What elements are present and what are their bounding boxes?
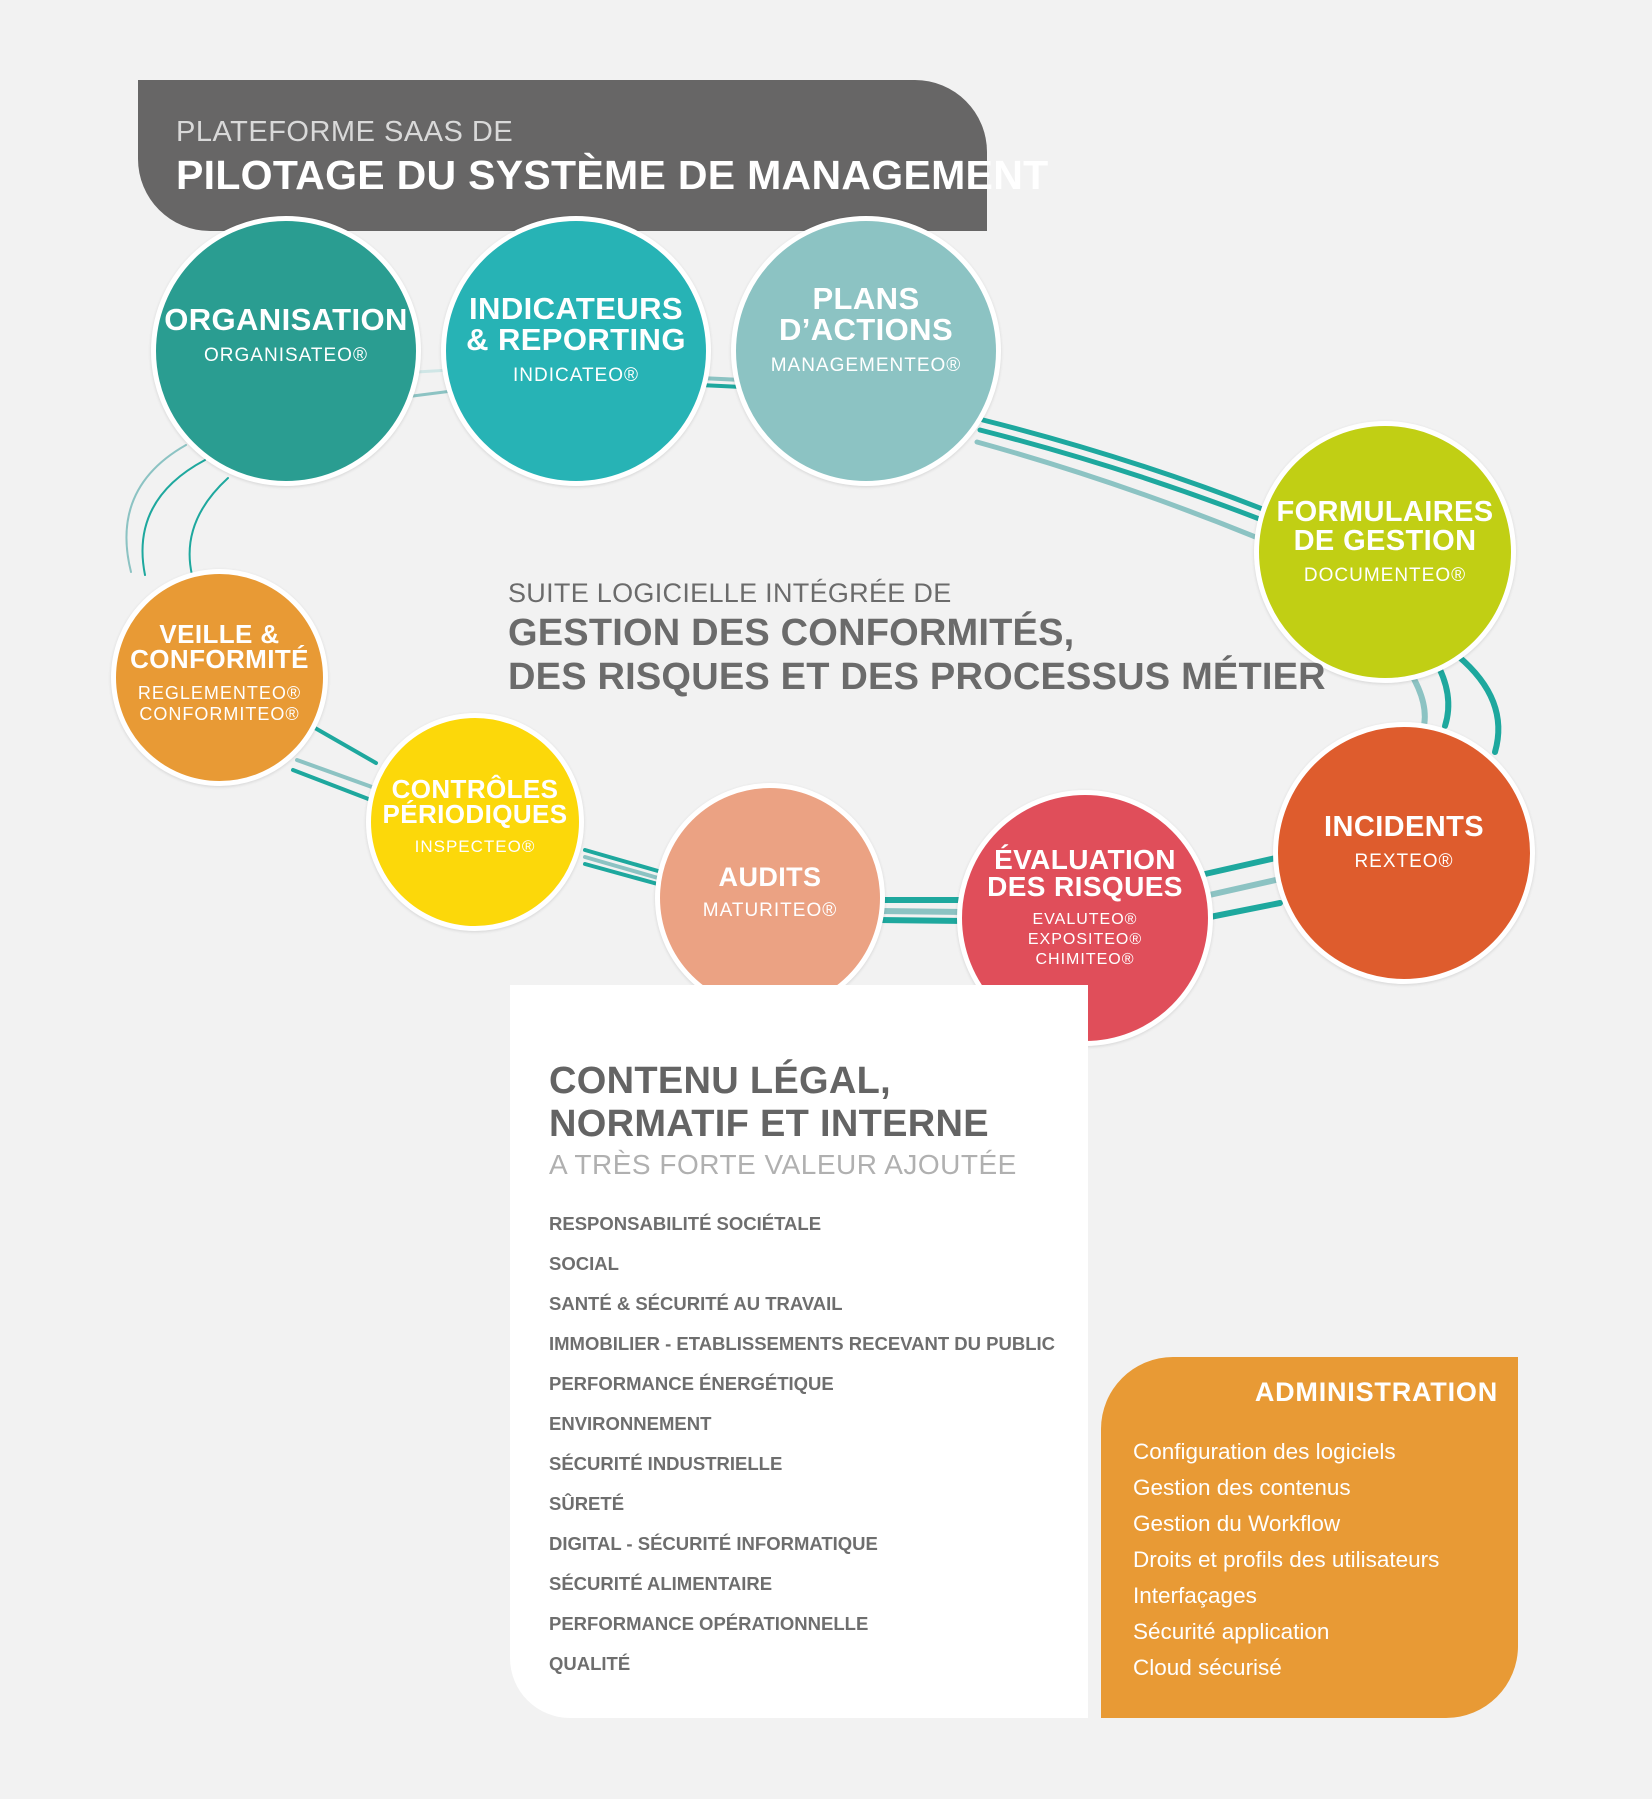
content-title: CONTENU LÉGAL, NORMATIF ET INTERNE: [549, 1060, 989, 1145]
node-audits-products: MATURITEO®: [702, 900, 838, 922]
content-list-item: SÉCURITÉ INDUSTRIELLE: [549, 1453, 783, 1474]
node-evaluation-title: ÉVALUATION DES RISQUES: [987, 843, 1183, 902]
node-veille-products: REGLEMENTEO® CONFORMITEO®: [137, 682, 302, 724]
connector-plans-formulaires: [980, 417, 1268, 513]
content-list-item: IMMOBILIER - ETABLISSEMENTS RECEVANT DU …: [549, 1333, 1056, 1354]
connector-formulaires-incidents-3: [1455, 653, 1502, 755]
admin-panel: [1101, 1357, 1518, 1718]
node-organisation[interactable]: ORGANISATION ORGANISATEO®: [151, 216, 421, 486]
connector-plans-formulaires-3: [974, 439, 1261, 541]
connector-incidents-evaluation-3: [1202, 900, 1283, 921]
node-plans-title: PLANS D’ACTIONS: [778, 281, 954, 347]
node-organisation-title: ORGANISATION: [164, 301, 408, 337]
content-list-item: PERFORMANCE OPÉRATIONNELLE: [549, 1613, 869, 1634]
content-list-item: PERFORMANCE ÉNERGÉTIQUE: [549, 1373, 834, 1394]
connector-controles-veille-3: [291, 768, 373, 802]
connector-evaluation-audits-3: [875, 917, 968, 924]
connector-veille-organisation-2: [141, 459, 206, 576]
connector-audits-controles-2: [583, 855, 667, 882]
admin-list: Configuration des logiciels Gestion des …: [1133, 1438, 1439, 1690]
connector-veille-organisation-3: [188, 477, 229, 576]
node-indicateurs[interactable]: INDICATEURS & REPORTING INDICATEO®: [441, 216, 711, 486]
node-incidents[interactable]: INCIDENTS REXTEO®: [1273, 722, 1535, 984]
admin-list-item: Cloud sécurisé: [1133, 1655, 1282, 1680]
node-plans-actions[interactable]: PLANS D’ACTIONS MANAGEMENTEO®: [731, 216, 1001, 486]
content-list-item: SOCIAL: [549, 1253, 619, 1274]
node-plans-products: MANAGEMENTEO®: [770, 355, 962, 377]
node-audits[interactable]: AUDITS MATURITEO®: [655, 783, 885, 1013]
connector-plans-formulaires-2: [977, 427, 1265, 523]
content-list-item: QUALITÉ: [549, 1653, 631, 1674]
node-indicateurs-title: INDICATEURS & REPORTING: [466, 291, 686, 357]
node-formulaires-title: FORMULAIRES DE GESTION: [1276, 496, 1494, 557]
connector-audits-controles: [583, 848, 667, 875]
content-list-item: SANTÉ & SÉCURITÉ AU TRAVAIL: [549, 1293, 843, 1314]
node-incidents-title: INCIDENTS: [1324, 810, 1484, 843]
admin-list-item: Interfaçages: [1133, 1583, 1257, 1608]
admin-title: ADMINISTRATION: [1254, 1377, 1498, 1407]
content-list-item: RESPONSABILITÉ SOCIÉTALE: [549, 1213, 822, 1234]
content-list-item: ENVIRONNEMENT: [549, 1413, 712, 1434]
connector-evaluation-audits-2: [875, 908, 968, 915]
content-list: RESPONSABILITÉ SOCIÉTALE SOCIAL SANTÉ & …: [549, 1212, 1055, 1692]
node-controles-title: CONTRÔLES PÉRIODIQUES: [382, 773, 568, 829]
admin-list-item: Gestion des contenus: [1133, 1475, 1351, 1500]
node-controles-periodiques[interactable]: CONTRÔLES PÉRIODIQUES INSPECTEO®: [366, 713, 584, 931]
admin-list-item: Gestion du Workflow: [1133, 1511, 1341, 1536]
connector-incidents-evaluation: [1202, 854, 1283, 877]
header-banner: [138, 80, 987, 231]
center-subtitle: SUITE LOGICIELLE INTÉGRÉE DE: [508, 578, 952, 608]
node-audits-title: AUDITS: [718, 861, 822, 892]
connector-audits-controles-3: [583, 862, 667, 888]
center-title: GESTION DES CONFORMITÉS, DES RISQUES ET …: [508, 612, 1326, 698]
content-list-item: SÛRETÉ: [549, 1493, 625, 1514]
node-indicateurs-products: INDICATEO®: [512, 365, 640, 387]
node-organisation-products: ORGANISATEO®: [204, 344, 368, 366]
node-controles-products: INSPECTEO®: [414, 837, 536, 857]
node-veille-title: VEILLE & CONFORMITÉ: [130, 618, 309, 675]
header-title: PILOTAGE DU SYSTÈME DE MANAGEMENT: [176, 152, 1049, 198]
header-subtitle: PLATEFORME SAAS DE: [176, 116, 514, 148]
content-list-item: DIGITAL - SÉCURITÉ INFORMATIQUE: [549, 1533, 878, 1554]
connector-controles-veille: [313, 726, 378, 765]
admin-list-item: Configuration des logiciels: [1133, 1439, 1396, 1464]
node-incidents-products: REXTEO®: [1354, 851, 1454, 872]
content-panel: [510, 985, 1088, 1718]
admin-list-item: Droits et profils des utilisateurs: [1133, 1547, 1440, 1572]
node-formulaires-products: DOCUMENTEO®: [1303, 565, 1467, 587]
node-veille-conformite[interactable]: VEILLE & CONFORMITÉ REGLEMENTEO® CONFORM…: [111, 569, 328, 786]
connector-controles-veille-2: [295, 758, 374, 789]
node-formulaires[interactable]: FORMULAIRES DE GESTION DOCUMENTEO®: [1254, 421, 1516, 683]
content-list-item: SÉCURITÉ ALIMENTAIRE: [549, 1573, 773, 1594]
admin-list-item: Sécurité application: [1133, 1619, 1330, 1644]
connector-veille-organisation: [125, 444, 187, 573]
content-subtitle: A TRÈS FORTE VALEUR AJOUTÉE: [549, 1149, 1017, 1180]
node-evaluation-products: EVALUTEO® EXPOSITEO® CHIMITEO®: [1027, 911, 1143, 969]
connector-incidents-evaluation-2: [1202, 876, 1283, 899]
